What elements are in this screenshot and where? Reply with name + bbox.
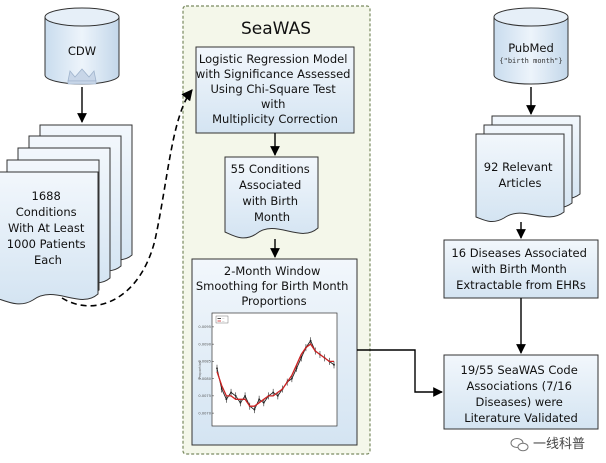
watermark-text: 一线科普	[533, 437, 585, 452]
chart-legend-entry: —	[222, 318, 225, 321]
regression-line: Multiplicity Correction	[212, 112, 338, 126]
chart-point	[216, 367, 218, 370]
chart-y-tick-label: 0.0080	[198, 377, 211, 381]
conditions-line: 1688	[32, 189, 61, 203]
chart-y-tick-label: 0.0070	[198, 411, 211, 415]
regression-text: Logistic Regression Model with Significa…	[196, 52, 354, 126]
chart-point	[262, 401, 265, 404]
chart-y-label: Proportion	[198, 361, 202, 380]
associated-line: Month	[254, 210, 290, 224]
validated-line: Associations (7/16	[466, 379, 571, 393]
chart-y-tick-label: 0.0090	[198, 342, 211, 346]
chart-y-tick-label: 0.0075	[198, 394, 211, 398]
seawas-title: SeaWAS	[241, 19, 311, 39]
diseases-line: Extractable from EHRs	[456, 278, 586, 292]
chart-y-tick-label: 0.0095	[198, 325, 211, 329]
chart-y-tick-label: 0.0085	[198, 360, 211, 364]
diseases-line: 16 Diseases Associated	[451, 246, 587, 260]
validated-line: 19/55 SeaWAS Code	[461, 363, 578, 377]
articles-text: 92 Relevant Articles	[484, 160, 556, 190]
regression-line: Using Chi-Square Test	[211, 82, 337, 96]
chart-point	[258, 398, 261, 401]
validated-line: Diseases) were	[475, 395, 562, 409]
validated-box: 19/55 SeaWAS Code Associations (7/16 Dis…	[443, 354, 599, 430]
chart-point	[220, 388, 223, 390]
associated-conditions-document: 55 Conditions Associated with Birth Mont…	[224, 156, 319, 239]
associated-line: Associated	[239, 178, 301, 192]
diseases-line: with Birth Month	[471, 262, 566, 276]
diseases-box: 16 Diseases Associated with Birth Month …	[443, 239, 599, 299]
chart-point	[290, 377, 293, 380]
cdw-database: CDW	[44, 7, 120, 85]
chart-point	[225, 398, 228, 401]
chart-point	[239, 401, 242, 404]
chart-point	[276, 394, 279, 397]
associated-text: 55 Conditions Associated with Birth Mont…	[231, 162, 314, 224]
smoothing-box: 2-Month Window Smoothing for Birth Month…	[191, 258, 358, 446]
smoothing-text: 2-Month Window Smoothing for Birth Month…	[196, 264, 352, 308]
pubmed-label: PubMed	[508, 41, 554, 55]
dashed-arrow-conditions-to-seawas	[61, 89, 193, 307]
smoothing-line: 2-Month Window	[224, 264, 321, 278]
birth-month-proportion-chart: Proportion — — 0.0095 0.0090 0.0085 0.0080 0…	[198, 312, 338, 427]
crown-logo-icon	[67, 68, 97, 85]
conditions-line: Each	[34, 253, 62, 267]
chart-point	[253, 408, 256, 411]
watermark: 一线科普	[510, 437, 585, 452]
conditions-line: With At Least	[8, 221, 85, 235]
conditions-document-stack: 1688 Conditions With At Least 1000 Patie…	[0, 124, 133, 305]
regression-line: with	[261, 97, 285, 111]
chart-point	[244, 394, 246, 397]
associated-line: with Birth	[242, 194, 298, 208]
chart-plot-area	[211, 312, 338, 427]
regression-line: Logistic Regression Model	[199, 52, 348, 66]
conditions-text: 1688 Conditions With At Least 1000 Patie…	[7, 189, 90, 267]
validated-line: Literature Validated	[464, 411, 578, 425]
articles-line: 92 Relevant	[484, 160, 553, 174]
chart-legend: — —	[215, 315, 229, 324]
chart-point	[234, 394, 237, 397]
articles-document-stack: 92 Relevant Articles	[475, 115, 581, 223]
chart-point	[295, 367, 298, 370]
cdw-label: CDW	[68, 44, 96, 58]
chart-series-line	[216, 343, 334, 407]
regression-model-box: Logistic Regression Model with Significa…	[195, 46, 355, 134]
arrow-smoothing-to-validated	[357, 349, 443, 397]
pubmed-query: {"birth month"}	[499, 57, 562, 65]
chart-point	[309, 339, 312, 342]
chart-point	[230, 391, 232, 394]
smoothing-line: Proportions	[241, 294, 306, 308]
chart-point	[272, 391, 275, 394]
wechat-logo-icon	[510, 438, 529, 452]
chart-legend-entry: —	[222, 320, 225, 323]
validated-text: 19/55 SeaWAS Code Associations (7/16 Dis…	[461, 363, 582, 425]
pubmed-database: PubMed {"birth month"}	[493, 7, 569, 85]
chart-point	[333, 363, 335, 366]
conditions-line: Conditions	[16, 205, 77, 219]
conditions-line: 1000 Patients	[7, 237, 86, 251]
associated-line: 55 Conditions	[231, 162, 310, 176]
smoothing-line: Smoothing for Birth Month	[196, 279, 349, 293]
articles-line: Articles	[499, 176, 542, 190]
diseases-text: 16 Diseases Associated with Birth Month …	[451, 246, 590, 292]
regression-line: with Significance Assessed	[196, 67, 351, 81]
chart-point	[300, 357, 303, 359]
